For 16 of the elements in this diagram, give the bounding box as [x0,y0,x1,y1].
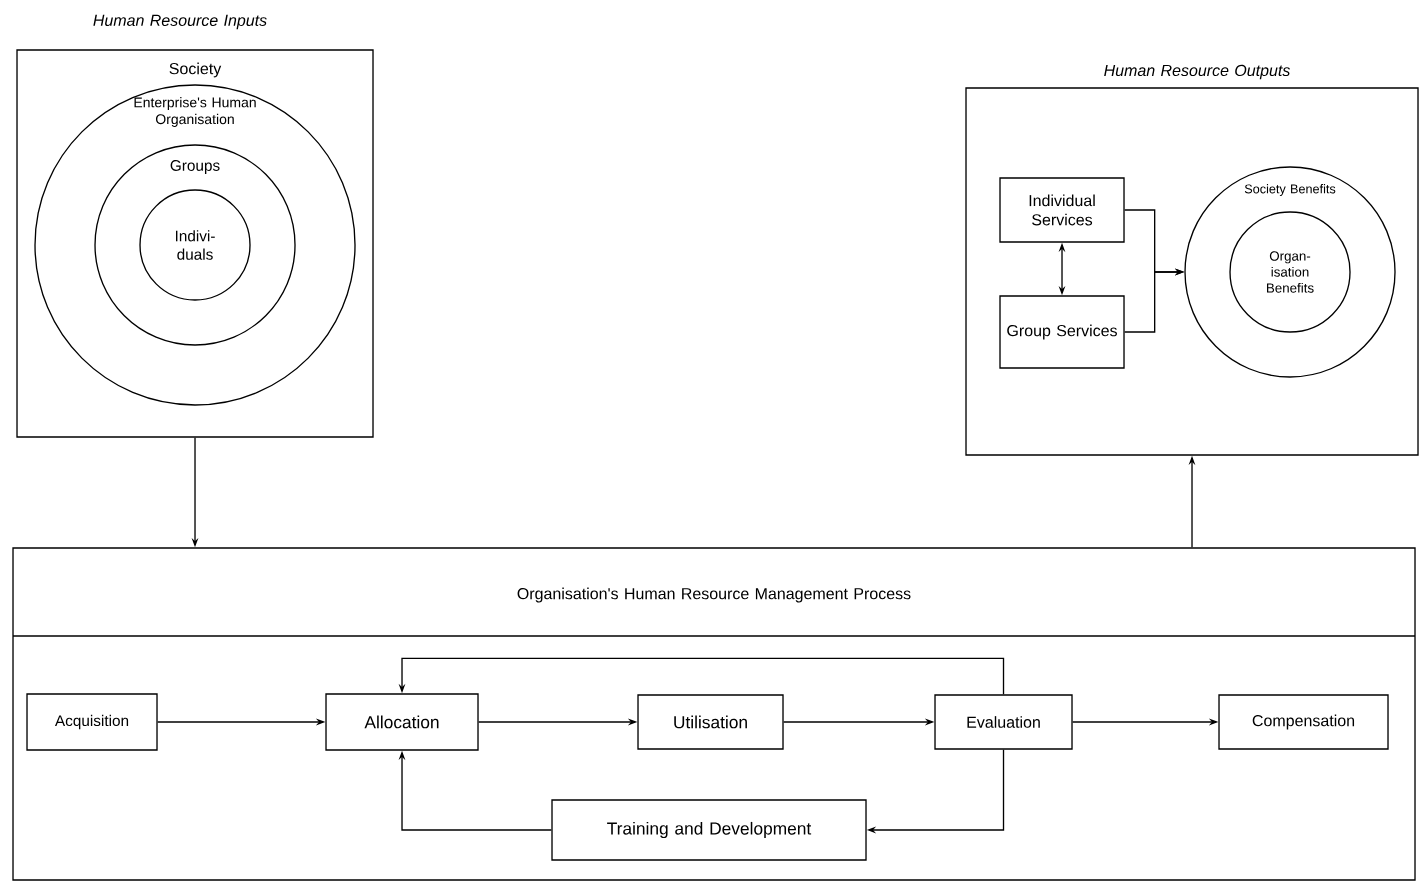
ring-label: Enterprise's Human Organisation [134,97,256,127]
process-box: Allocation [325,693,479,751]
ring-label: Society Benefits [1244,184,1336,196]
process-box: Utilisation [637,694,784,750]
ring-label: Society [169,62,222,78]
circle-label: Indivi- duals [176,230,215,260]
ring-label: Groups [170,160,220,174]
service-box: Group Services [999,295,1125,369]
process-box: Training and Development [551,799,867,861]
service-box: Individual Services [999,177,1125,243]
panel-title: Human Resource Outputs [1104,64,1291,80]
panel-title: Human Resource Inputs [93,14,267,30]
process-box: Evaluation [934,694,1073,750]
circle-label: Organ- isation Benefits [1267,251,1314,293]
process-box: Compensation [1218,694,1389,750]
process-box: Acquisition [26,693,158,751]
